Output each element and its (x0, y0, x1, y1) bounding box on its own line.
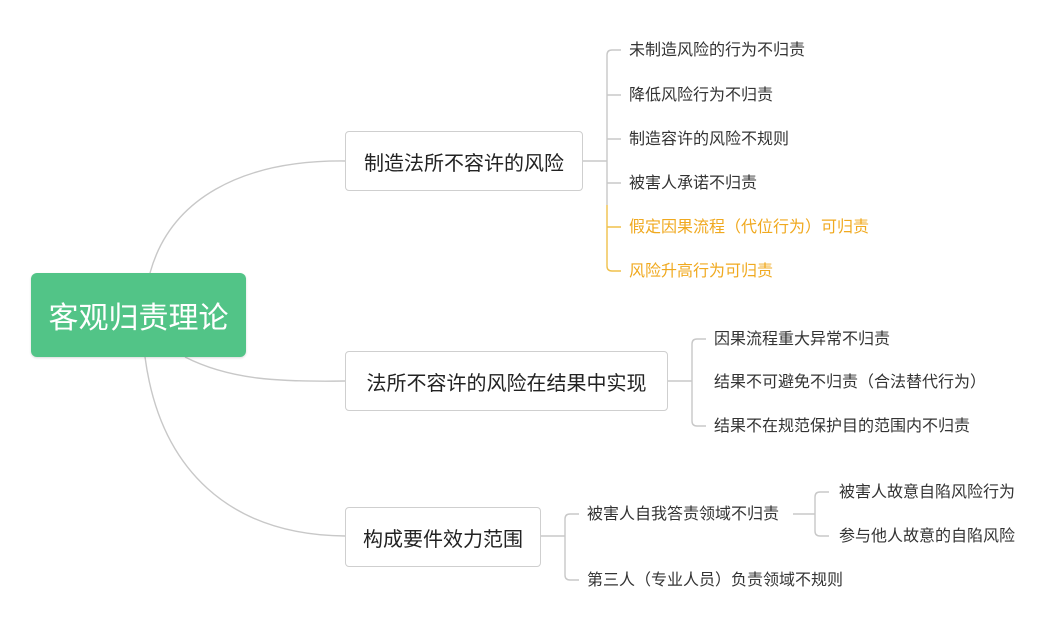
connector-branch1-ticks (607, 94, 621, 184)
branch-label: 法所不容许的风险在结果中实现 (366, 370, 647, 395)
leaf-node: 结果不在规范保护目的范围内不归责 (714, 416, 971, 435)
leaf-node: 结果不可避免不归责（合法替代行为） (714, 372, 987, 391)
leaf-node-highlighted: 风险升高行为可归责 (629, 261, 774, 280)
leaf-node: 第三人（专业人员）负责领域不规则 (587, 570, 844, 589)
leaf-node: 未制造风险的行为不归责 (629, 40, 806, 59)
leaf-node: 被害人故意自陷风险行为 (839, 482, 1016, 501)
connector-branch1-highlight (606, 205, 621, 272)
connector-branch2-bracket (691, 338, 706, 427)
branch-node-scope: 构成要件效力范围 (345, 507, 541, 567)
connector-root-branch2 (184, 356, 346, 382)
leaf-node: 参与他人故意的自陷风险 (839, 526, 1016, 545)
connector-root-branch3 (144, 356, 346, 537)
leaf-node-highlighted: 假定因果流程（代位行为）可归责 (629, 217, 870, 236)
leaf-node: 因果流程重大异常不归责 (714, 329, 891, 348)
leaf-node: 被害人承诺不归责 (629, 173, 758, 192)
sub-branch-node: 被害人自我答责领域不归责 (587, 504, 780, 523)
root-node: 客观归责理论 (31, 273, 246, 357)
connector-sub-bracket (814, 491, 829, 537)
connector-branch3-bracket (564, 513, 579, 581)
leaf-node: 制造容许的风险不规则 (629, 129, 790, 148)
branch-label: 制造法所不容许的风险 (364, 150, 564, 175)
connector-root-branch1 (149, 160, 346, 274)
connector-branch1-bracket (606, 49, 621, 205)
root-label: 客观归责理论 (48, 301, 229, 336)
branch-node-risk-realization: 法所不容许的风险在结果中实现 (345, 351, 668, 411)
branch-node-create-risk: 制造法所不容许的风险 (345, 131, 583, 191)
branch-label: 构成要件效力范围 (363, 526, 523, 551)
leaf-node: 降低风险行为不归责 (629, 85, 774, 104)
